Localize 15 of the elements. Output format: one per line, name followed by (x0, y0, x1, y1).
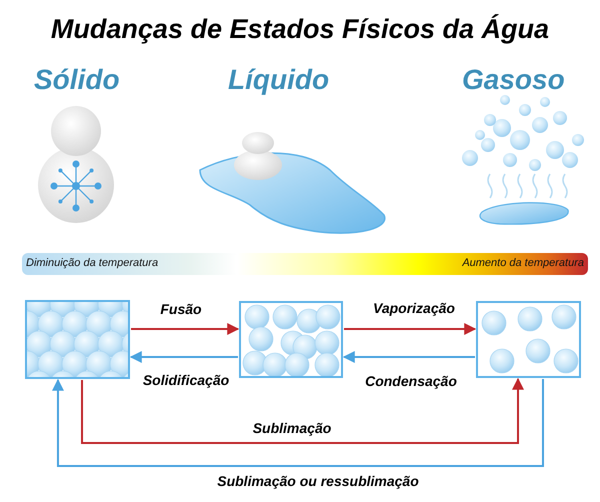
arrow (344, 323, 476, 335)
temperature-label: Aumento da temperatura (462, 257, 584, 269)
diagram-title: Mudanças de Estados Físicos da Água (50, 14, 550, 45)
arrow (131, 323, 240, 335)
state-heading: Gasoso (462, 64, 565, 96)
state-heading: Sólido (34, 64, 120, 96)
arrow (342, 351, 475, 363)
arrow (81, 378, 524, 444)
temperature-label: Diminuição da temperatura (26, 257, 158, 269)
arrow (52, 378, 544, 467)
particle-box (25, 300, 130, 379)
arrow (130, 351, 238, 363)
particle-box (239, 301, 343, 378)
particle-box (476, 301, 581, 378)
state-heading: Líquido (228, 64, 330, 96)
